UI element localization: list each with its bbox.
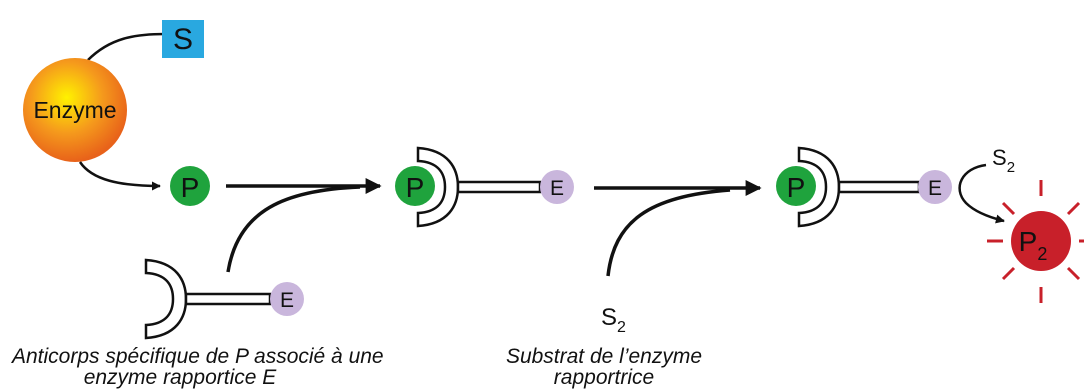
antibody-free: E [144,258,304,340]
complex-2-reporter-enzyme-circle [918,170,952,204]
enzyme-complex: S Enzyme [23,20,204,191]
reporter-enzyme-circle-free [270,282,304,316]
product-molecule: P [170,166,210,206]
antibody-caption-line-1: Anticorps spécifique de P associé à une [12,345,384,368]
substrate-box [162,20,204,58]
reporter-enzyme-label-free: E [280,289,294,312]
complex-2-reporter-enzyme-label: E [928,177,942,200]
antibody-free-stem [184,292,272,306]
antibody-free-cup [144,258,188,340]
complex-1-reporter-enzyme-circle [540,170,574,204]
complex-2-antibody-stem [837,180,921,194]
complex-1-product-circle [395,166,435,206]
enzyme-to-product-arrow [78,161,161,191]
product-label: P [181,172,200,203]
antibody-caption: Anticorps spécifique de P associé à une … [12,345,384,389]
reporter-product-circle [1011,211,1071,271]
antibody-caption-line-2: enzyme rapportice E [83,366,277,389]
reporter-product-glow [987,180,1084,303]
substrate-caption: Substrat de l’enzyme rapportrice [497,346,711,388]
complex-1-reporter-enzyme-label: E [550,177,564,200]
complex-2-antibody-cup [797,146,841,228]
complex-2-product-circle [776,166,816,206]
enzyme-substrate-link [87,32,166,61]
product-circle [170,166,210,206]
complex-1: P E [395,146,574,228]
conversion-arrow [958,163,1005,224]
enzyme-circle [23,58,127,162]
enzyme-label: Enzyme [33,97,116,123]
substrate-label: S [173,23,193,56]
complex-2-product-label: P [787,172,806,203]
reporter-substrate-top: S2 [992,145,1015,176]
complex-1-antibody-stem [456,180,542,194]
antibody-joining-curve [226,185,361,273]
complex-1-antibody-cup [416,146,460,228]
complex-2: P E [776,146,952,228]
substrate-caption-line-1: Substrat de l’enzyme [505,345,703,368]
substrate-joining-curve [606,188,731,277]
reporter-product-label: P2 [1019,226,1048,264]
complex-1-product-label: P [406,172,425,203]
substrate-caption-line-2: rapportrice [553,366,655,389]
reporter-substrate-below: S2 [601,304,626,336]
